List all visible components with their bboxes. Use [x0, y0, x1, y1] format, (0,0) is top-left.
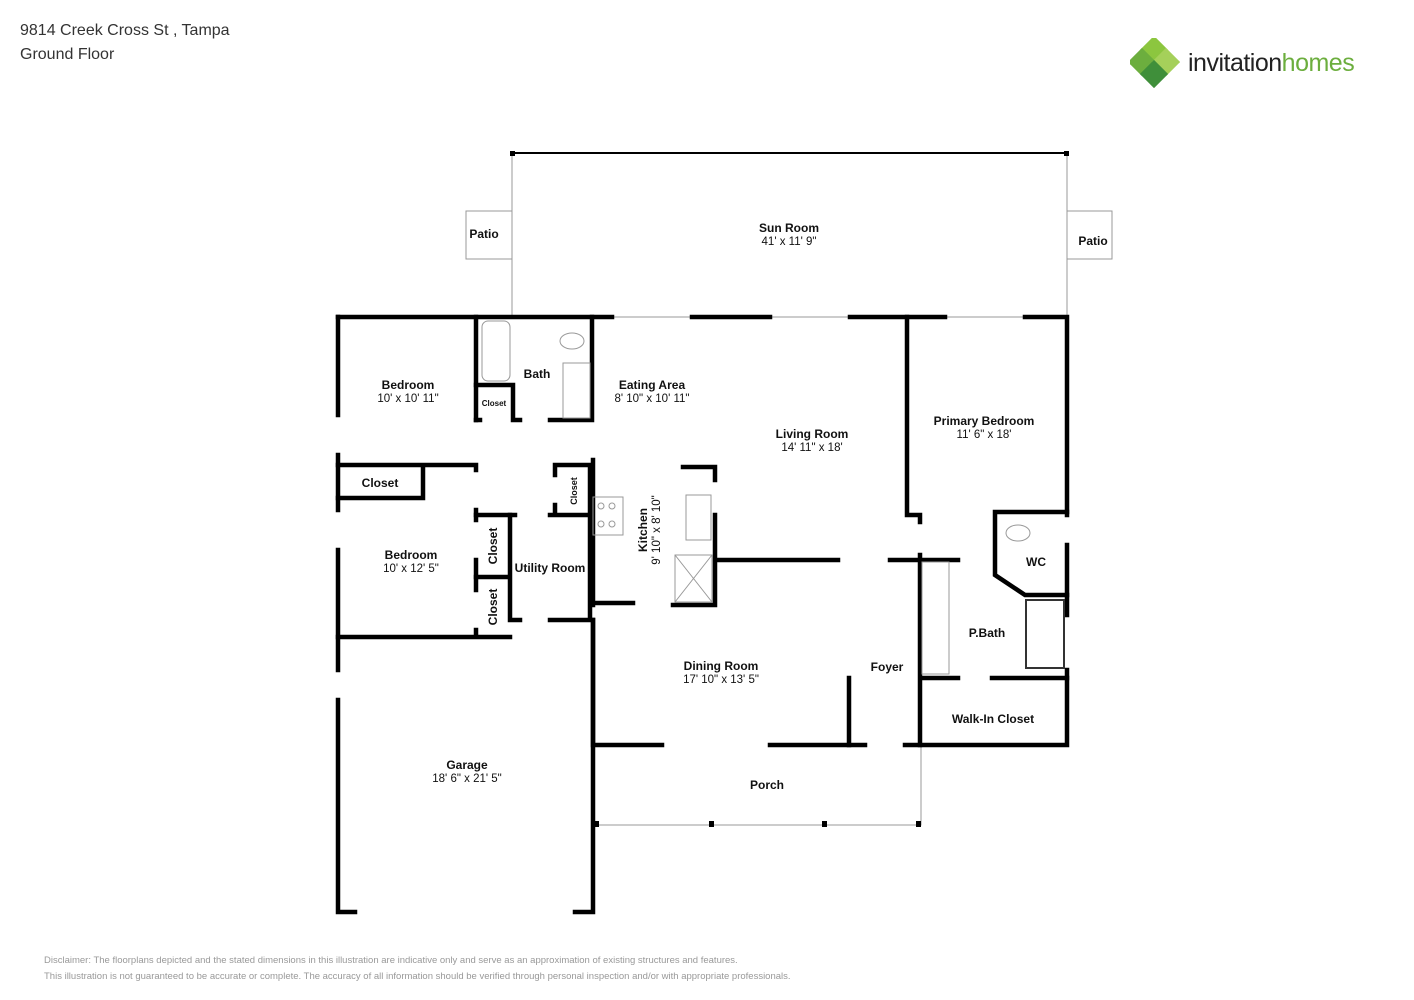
double-vanity-icon [921, 561, 950, 675]
sun-room-outline [465, 151, 1113, 318]
bedroom1-dims: 10' x 10' 11" [377, 393, 438, 405]
fixtures [481, 320, 1065, 675]
logo-word-homes: homes [1281, 48, 1355, 77]
bath-closet-label: Closet [482, 399, 507, 408]
logo-word-invitation: invitation [1188, 48, 1282, 77]
kitchen-label: Kitchen [636, 508, 650, 552]
porch-label: Porch [750, 778, 784, 792]
living-room-dims: 14' 11" x 18' [781, 442, 842, 454]
wc-toilet-icon [1005, 524, 1031, 542]
disclaimer-line1: Disclaimer: The floorplans depicted and … [44, 955, 738, 966]
logo-mark-icon [1130, 38, 1180, 88]
primary-bedroom-dims: 11' 6" x 18' [957, 429, 1012, 441]
walls [335, 314, 1070, 915]
kitchen-closet-label: Closet [569, 477, 579, 505]
bath-label: Bath [524, 367, 551, 381]
hall-closet-label: Closet [362, 476, 399, 490]
floor-title: Ground Floor [20, 46, 115, 63]
eating-area-label: Eating Area [619, 378, 686, 392]
walk-in-closet-label: Walk-In Closet [952, 712, 1034, 726]
patio-left-label: Patio [469, 227, 498, 241]
stove-icon [592, 496, 624, 536]
eating-area-dims: 8' 10" x 10' 11" [614, 393, 689, 405]
foyer-label: Foyer [871, 660, 904, 674]
bedroom2-label: Bedroom [385, 548, 438, 562]
sun-room-label: Sun Room [759, 221, 819, 235]
garage-label: Garage [446, 758, 488, 772]
disclaimer-line2: This illustration is not guaranteed to b… [44, 971, 791, 982]
bedroom1-label: Bedroom [382, 378, 435, 392]
bedroom2-dims: 10' x 12' 5" [383, 563, 439, 575]
fridge-icon [674, 554, 713, 603]
invitation-homes-logo: invitationhomes [1130, 38, 1355, 88]
dining-room-dims: 17' 10" x 13' 5" [683, 674, 759, 686]
vanity-icon [562, 362, 591, 419]
pbath-label: P.Bath [969, 626, 1005, 640]
bathtub-icon [481, 320, 511, 382]
wc-label: WC [1026, 555, 1046, 569]
closet-b2b-label: Closet [486, 589, 500, 626]
living-room-label: Living Room [776, 427, 849, 441]
kitchen-dims: 9' 10" x 8' 10" [651, 495, 663, 564]
dining-room-label: Dining Room [684, 659, 759, 673]
utility-room-label: Utility Room [515, 561, 586, 575]
patio-right-label: Patio [1078, 234, 1107, 248]
sink-icon [685, 494, 712, 541]
sun-room-dims: 41' x 11' 9" [762, 236, 817, 248]
primary-bedroom-label: Primary Bedroom [934, 414, 1035, 428]
garage-dims: 18' 6" x 21' 5" [432, 773, 501, 785]
shower-icon [1025, 599, 1065, 669]
closet-b2a-label: Closet [486, 528, 500, 565]
address-title: 9814 Creek Cross St , Tampa [20, 22, 230, 39]
toilet-icon [559, 332, 585, 350]
